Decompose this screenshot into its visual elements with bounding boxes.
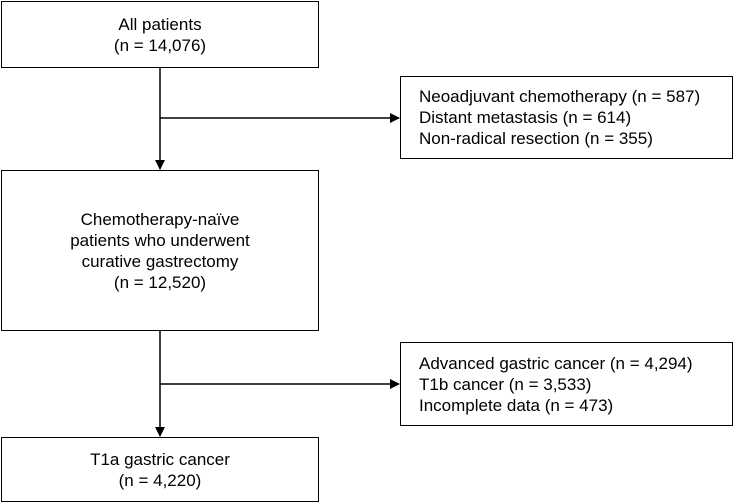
exclusion-box-1: Neoadjuvant chemotherapy (n = 587) Dista… <box>400 76 733 159</box>
box-line: T1b cancer (n = 3,533) <box>419 374 592 394</box>
all-patients-box: All patients (n = 14,076) <box>1 1 319 68</box>
box-line: All patients <box>118 14 202 34</box>
t1a-box: T1a gastric cancer (n = 4,220) <box>1 437 319 502</box>
box-line: (n = 14,076) <box>113 35 207 55</box>
box-line: Non-radical resection (n = 355) <box>419 129 653 148</box>
box-line: Distant metastasis (n = 614) <box>419 108 632 127</box>
box-line: (n = 12,520) <box>113 272 207 292</box>
box-line: T1a gastric cancer <box>90 449 230 469</box>
box-line: (n = 4,220) <box>118 470 202 490</box>
box-line: Incomplete data (n = 473) <box>419 395 614 415</box>
box-line: Advanced gastric cancer (n = 4,294) <box>419 353 693 373</box>
chemo-naive-box: Chemotherapy-naïve patients who underwen… <box>1 170 319 331</box>
box-line: curative gastrectomy <box>81 251 239 271</box>
exclusion-box-2: Advanced gastric cancer (n = 4,294) T1b … <box>400 342 733 426</box>
box-line: Chemotherapy-naïve <box>80 209 240 229</box>
box-line: patients who underwent <box>70 230 250 250</box>
box-line: Neoadjuvant chemotherapy (n = 587) <box>419 87 701 106</box>
